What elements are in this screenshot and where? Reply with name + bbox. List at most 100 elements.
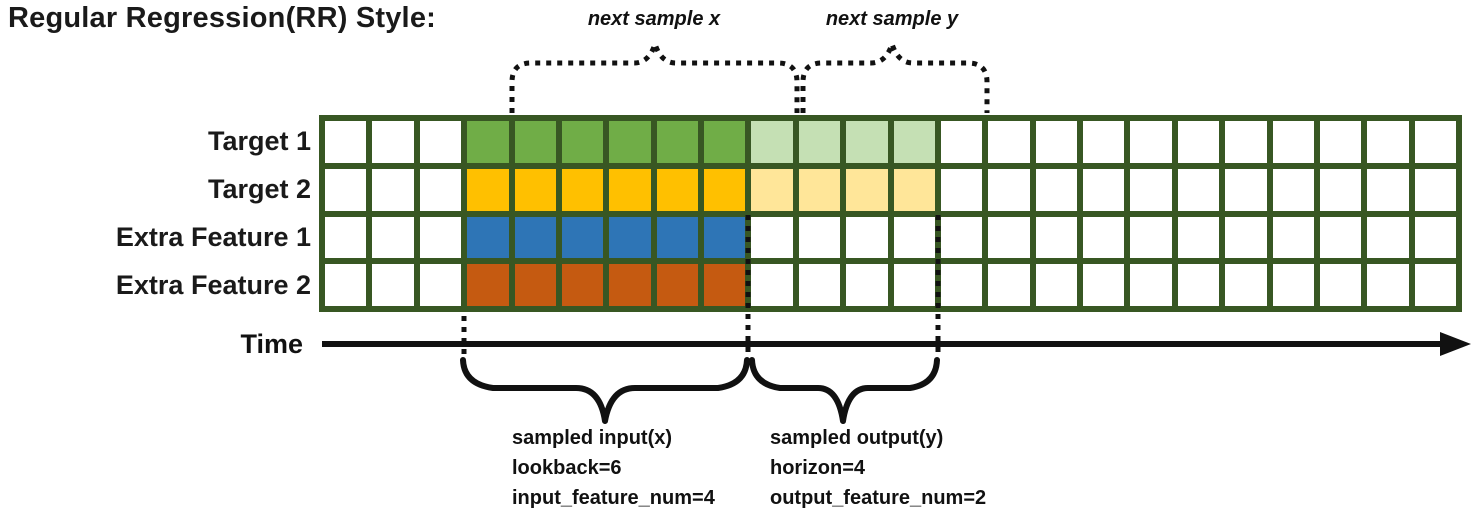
grid-cell (514, 121, 556, 163)
grid-cell (1083, 264, 1125, 306)
grid-cell (1319, 121, 1362, 163)
grid-cell (609, 168, 651, 211)
grid-cell (1035, 121, 1077, 163)
grid-cell (1177, 264, 1220, 306)
grid-cell (893, 216, 935, 259)
grid-cell (1225, 216, 1267, 259)
grid-cell (325, 168, 367, 211)
grid-cell (1272, 264, 1314, 306)
grid-cell (419, 168, 462, 211)
grid-cell (798, 168, 841, 211)
sampled-output-note: sampled output(y) horizon=4 output_featu… (770, 423, 986, 513)
grid-cell (1367, 168, 1409, 211)
grid-cell (1177, 121, 1220, 163)
grid-cell (419, 216, 462, 259)
grid-cell (467, 168, 509, 211)
grid-cell (656, 264, 698, 306)
row-label-target-2: Target 2 (207, 174, 311, 205)
grid-cell (372, 168, 414, 211)
grid-cell (1035, 264, 1077, 306)
grid-cell (1130, 168, 1172, 211)
grid-cell (751, 121, 793, 163)
grid-cell (1035, 216, 1077, 259)
grid-cell (1225, 168, 1267, 211)
horizon-value: horizon=4 (770, 457, 866, 479)
grid-cell (1414, 121, 1456, 163)
grid-cell (1414, 216, 1456, 259)
next-sample-x-brace (509, 35, 800, 113)
grid-cell (940, 168, 983, 211)
grid-cell (751, 168, 793, 211)
grid-cell (656, 121, 698, 163)
grid-cell (1367, 216, 1409, 259)
grid-cell (704, 216, 746, 259)
grid-cell (940, 264, 983, 306)
grid-cell (514, 216, 556, 259)
grid-cell (561, 121, 604, 163)
grid-cell (798, 216, 841, 259)
grid-cell (561, 264, 604, 306)
grid-cell (656, 216, 698, 259)
grid-cell (325, 264, 367, 306)
grid-cell (467, 121, 509, 163)
grid-cell (988, 121, 1030, 163)
sampled-input-note: sampled input(x) lookback=6 input_featur… (512, 423, 715, 513)
grid-cell (940, 121, 983, 163)
next-sample-y-label: next sample y (825, 8, 959, 30)
grid-cell (1319, 168, 1362, 211)
grid-cell (1319, 264, 1362, 306)
grid-cell (561, 168, 604, 211)
grid-cell (372, 216, 414, 259)
next-sample-y-brace (800, 35, 990, 113)
grid-cell (372, 264, 414, 306)
grid-cell (846, 121, 888, 163)
grid-cell (1130, 216, 1172, 259)
grid-cell (1083, 121, 1125, 163)
grid-cell (609, 121, 651, 163)
grid-cell (1177, 168, 1220, 211)
grid-cell (419, 264, 462, 306)
sampled-output-title: sampled output(y) (770, 427, 944, 449)
grid-cell (325, 121, 367, 163)
grid-cell (1130, 264, 1172, 306)
grid-cell (1272, 216, 1314, 259)
grid-cell (1272, 168, 1314, 211)
grid-cell (1130, 121, 1172, 163)
grid-cell (1083, 216, 1125, 259)
grid-cell (846, 216, 888, 259)
grid-cell (1083, 168, 1125, 211)
grid-cell (1177, 216, 1220, 259)
grid-cell (514, 168, 556, 211)
grid-cell (704, 168, 746, 211)
diagram-title: Regular Regression(RR) Style: (8, 2, 436, 34)
grid-cell (846, 168, 888, 211)
grid-cell (940, 216, 983, 259)
grid-cell (1272, 121, 1314, 163)
grid-cell (1367, 264, 1409, 306)
time-axis-arrowhead (1440, 332, 1471, 356)
grid-cell (846, 264, 888, 306)
input-feature-num-value: input_feature_num=4 (512, 487, 715, 509)
grid-cell (988, 216, 1030, 259)
sampled-input-title: sampled input(x) (512, 427, 673, 449)
grid-cell (1367, 121, 1409, 163)
grid-cell (1225, 121, 1267, 163)
row-label-target-1: Target 1 (207, 126, 311, 157)
grid-cell (561, 216, 604, 259)
next-sample-x-label: next sample x (587, 8, 721, 30)
grid-cell (751, 264, 793, 306)
row-label-extra-feature-2: Extra Feature 2 (115, 269, 311, 300)
grid-cell (514, 264, 556, 306)
row-label-extra-feature-1: Extra Feature 1 (115, 221, 311, 252)
output-feature-num-value: output_feature_num=2 (770, 487, 987, 509)
grid-cell (467, 216, 509, 259)
grid-cell (609, 264, 651, 306)
grid-cell (704, 121, 746, 163)
grid-cell (751, 216, 793, 259)
grid-cell (704, 264, 746, 306)
grid-cell (1414, 168, 1456, 211)
sampled-input-brace (460, 357, 750, 424)
grid-cell (1414, 264, 1456, 306)
grid-cell (467, 264, 509, 306)
grid-cell (798, 121, 841, 163)
